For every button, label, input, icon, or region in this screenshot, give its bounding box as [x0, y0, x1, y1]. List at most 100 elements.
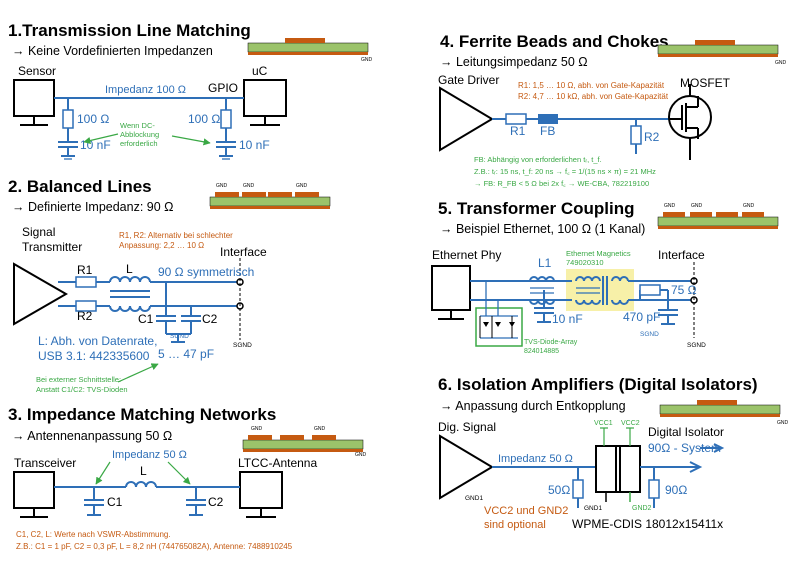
s2-r1-label: R1 [77, 263, 93, 277]
s6-subtitle: → Anpassung durch Entkopplung [440, 399, 626, 413]
s1-note-3: erforderlich [120, 139, 158, 148]
s1-impedance: Impedanz 100 Ω [105, 84, 186, 96]
s2-subtitle: → Definierte Impedanz: 90 Ω [12, 200, 174, 214]
s1-c-right-value: 10 nF [239, 138, 270, 152]
section-3-impedance-matching-networks: 3. Impedance Matching Networks → Antenne… [8, 405, 367, 551]
s6-optional-1: VCC2 und GND2 [484, 505, 568, 517]
s3-inductor [125, 481, 157, 488]
s4-fb-note-2: Z.B.: tᵣ: 15 ns, t_f: 20 ns → f꜀ = 1/(15… [474, 167, 656, 176]
s3-transceiver-label: Transceiver [14, 456, 76, 470]
s5-phy-label: Ethernet Phy [432, 248, 501, 262]
s1-resistor-right [220, 109, 232, 129]
s2-interface-label: Interface [220, 245, 267, 259]
s6-r-right-label: 90Ω [665, 483, 687, 497]
s4-title: 4. Ferrite Beads and Chokes [440, 32, 669, 51]
s5-title: 5. Transformer Coupling [438, 199, 634, 218]
s5-magnetics-2: 749020310 [566, 258, 604, 267]
s3-c1-label: C1 [107, 495, 123, 509]
s5-sgnd: SGND [640, 331, 659, 338]
s4-resistor-r2 [630, 125, 642, 145]
s3-pcb-gnd-1: GND [251, 426, 263, 432]
s3-antenna-monitor-icon [239, 471, 283, 518]
s4-r1-label: R1 [510, 124, 526, 138]
s4-driver-label: Gate Driver [438, 73, 499, 87]
s6-signal-label: Dig. Signal [438, 420, 496, 434]
s1-pcb-gnd: GND [361, 57, 373, 63]
s5-sgnd-interface: SGND [687, 342, 706, 349]
section-6-isolation-amplifiers: 6. Isolation Amplifiers (Digital Isolato… [438, 375, 789, 531]
s3-note-2: Z.B.: C1 = 1 pF, C2 = 0,3 pF, L = 8,2 nH… [16, 542, 293, 551]
s4-mosfet-label: MOSFET [680, 76, 731, 90]
s5-subtitle: → Beispiel Ethernet, 100 Ω (1 Kanal) [440, 222, 645, 236]
s6-vcc1: VCC1 [594, 420, 613, 427]
s2-pcb-stackup-icon: GND GND GND [209, 183, 331, 210]
s2-pcb-gnd-1: GND [216, 183, 228, 189]
s6-gnd1-amp: GND1 [465, 495, 483, 502]
s4-r2-label: R2 [644, 130, 660, 144]
s6-resistor-50 [572, 479, 584, 499]
s5-pcb-gnd-1: GND [664, 203, 676, 209]
s4-subtitle: → Leitungsimpedanz 50 Ω [440, 55, 588, 69]
s6-system-label: 90Ω - System [648, 441, 721, 455]
s2-ext-note-1: Bei externer Schnittstelle: [36, 375, 121, 384]
s2-signal-label: Signal [22, 225, 55, 239]
s5-tvs-1: TVS-Diode-Array [524, 339, 578, 346]
s3-title: 3. Impedance Matching Networks [8, 405, 276, 424]
s2-common-mode-choke [109, 276, 151, 312]
s1-sensor-label: Sensor [18, 64, 56, 78]
s6-vcc2: VCC2 [621, 420, 640, 427]
s3-antenna-label: LTCC-Antenna [238, 456, 317, 470]
s5-pcb-gnd-3: GND [743, 203, 755, 209]
s6-title: 6. Isolation Amplifiers (Digital Isolato… [438, 375, 758, 394]
s3-impedance: Impedanz 50 Ω [112, 449, 187, 461]
s2-pcb-gnd-2: GND [243, 183, 255, 189]
s2-r2-label: R2 [77, 309, 93, 323]
s5-choke-l1 [529, 276, 555, 305]
s2-symmetric-label: 90 Ω symmetrisch [158, 265, 254, 279]
s4-ferrite-bead [538, 114, 558, 124]
s4-pcb-stackup-icon: GND [657, 40, 787, 66]
s6-isolator-chip [595, 445, 641, 493]
s2-l-note-1: L: Abh. von Datenrate, [38, 334, 157, 348]
s2-ext-note-2: Anstatt C1/C2: TVS-Dioden [36, 385, 128, 394]
s2-transmitter-label: Transmitter [22, 240, 82, 254]
s4-gate-driver-amplifier [439, 86, 494, 152]
s2-l-label: L [126, 262, 133, 276]
s6-impedance: Impedanz 50 Ω [498, 453, 573, 465]
section-1-transmission-line-matching: 1.Transmission Line Matching → Keine Vor… [8, 21, 373, 160]
s2-c2-label: C2 [202, 312, 218, 326]
s5-tvs-2: 824014885 [524, 348, 559, 355]
s6-part-number: WPME-CDIS 18012x15411x [572, 517, 723, 531]
s6-gnd2-chip: GND2 [632, 505, 652, 512]
s1-title: 1.Transmission Line Matching [8, 21, 251, 40]
s1-note-2: Abblockung [120, 130, 159, 139]
s6-gnd1-chip: GND1 [584, 505, 602, 512]
s4-mosfet-symbol [668, 84, 712, 160]
s1-subtitle: → Keine Vordefinierten Impedanzen [12, 44, 213, 58]
s3-subtitle: → Antennenanpassung 50 Ω [12, 429, 172, 443]
s2-resistor-r1 [75, 276, 97, 288]
s5-tvs-diode-array [475, 281, 523, 347]
s5-pcb-gnd-2: GND [691, 203, 703, 209]
s3-note-1: C1, C2, L: Werte nach VSWR-Abstimmung. [16, 530, 171, 539]
s5-transformer [572, 275, 629, 307]
s2-cap-range: 5 … 47 pF [158, 347, 214, 361]
s3-c2-label: C2 [208, 495, 224, 509]
s2-note-r-1: R1, R2: Alternativ bei schlechter [119, 231, 233, 240]
s2-pcb-gnd-3: GND [296, 183, 308, 189]
s6-resistor-90 [648, 479, 660, 499]
s3-l-label: L [140, 464, 147, 478]
s6-r-left-label: 50Ω [548, 483, 570, 497]
s1-r-right-value: 100 Ω [188, 112, 220, 126]
s1-c-left-value: 10 nF [80, 138, 111, 152]
s6-pcb-gnd: GND [777, 420, 789, 426]
s5-phy-monitor-icon [431, 265, 471, 320]
s5-l1-label: L1 [538, 256, 552, 270]
s2-title: 2. Balanced Lines [8, 177, 152, 196]
s2-l-note-2: USB 3.1: 442335600 [38, 349, 150, 363]
s4-note-r-1: R1: 1,5 … 10 Ω, abh. von Gate-Kapazität [518, 81, 665, 90]
section-4-ferrite-beads: 4. Ferrite Beads and Chokes → Leitungsim… [438, 32, 787, 188]
s4-fb-label: FB [540, 124, 555, 138]
s1-pcb-stackup-icon: GND [247, 38, 373, 63]
